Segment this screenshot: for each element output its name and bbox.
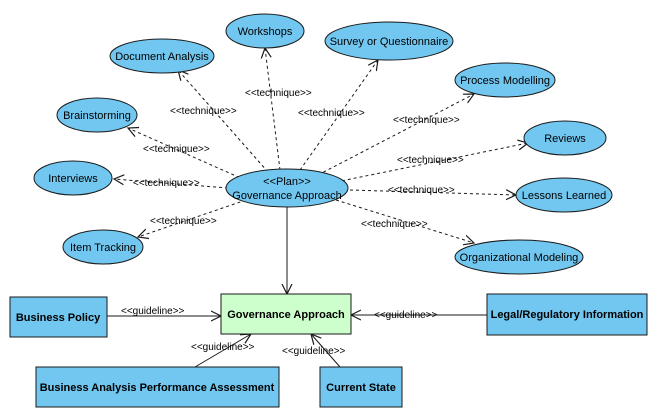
label-interviews: <<technique>> (133, 178, 200, 189)
label-workshops: <<technique>> (245, 88, 312, 99)
box-current-state-label: Current State (326, 382, 396, 394)
node-organizational-modeling[interactable]: Organizational Modeling (454, 239, 584, 275)
edge-process-modelling (317, 94, 474, 176)
output-label: Governance Approach (227, 309, 345, 321)
plan-label: Governance Approach (232, 190, 341, 202)
edge-lessons-learned (349, 190, 516, 195)
edge-survey (299, 60, 378, 171)
guideline-labels: <<guideline>> <<guideline>> <<guideline>… (121, 306, 438, 357)
box-performance-assessment[interactable]: Business Analysis Performance Assessment (35, 366, 280, 408)
node-workshops-label: Workshops (238, 26, 293, 38)
label-current-state: <<guideline>> (282, 346, 346, 357)
edge-item-tracking (138, 199, 247, 237)
node-document-analysis[interactable]: Document Analysis (109, 38, 215, 74)
label-process-modelling: <<technique>> (393, 115, 460, 126)
box-business-policy[interactable]: Business Policy (9, 296, 108, 338)
box-legal-regulatory-label: Legal/Regulatory Information (491, 309, 644, 321)
edge-current-state (311, 334, 341, 368)
label-organizational-modeling: <<technique>> (361, 219, 428, 230)
node-process-modelling[interactable]: Process Modelling (454, 62, 556, 98)
box-business-policy-label: Business Policy (16, 312, 101, 324)
box-legal-regulatory[interactable]: Legal/Regulatory Information (486, 293, 648, 336)
edge-organizational-modeling (335, 199, 474, 243)
plan-stereotype: <<Plan>> (263, 176, 311, 188)
node-reviews[interactable]: Reviews (523, 120, 607, 156)
node-reviews-label: Reviews (544, 133, 586, 145)
guideline-edges (107, 205, 487, 368)
label-business-policy: <<guideline>> (121, 306, 185, 317)
node-workshops[interactable]: Workshops (225, 13, 305, 49)
label-brainstorming: <<technique>> (143, 144, 210, 155)
node-brainstorming-label: Brainstorming (63, 110, 131, 122)
node-survey[interactable]: Survey or Questionnaire (324, 21, 454, 61)
edge-workshops (265, 48, 281, 171)
node-process-modelling-label: Process Modelling (460, 75, 550, 87)
guideline-nodes: Business Policy Legal/Regulatory Informa… (9, 293, 648, 408)
node-lessons-learned-label: Lessons Learned (522, 190, 606, 202)
node-organizational-modeling-label: Organizational Modeling (460, 252, 579, 264)
node-interviews[interactable]: Interviews (33, 160, 113, 196)
technique-edges (114, 48, 528, 243)
label-document-analysis: <<technique>> (170, 106, 237, 117)
label-reviews: <<technique>> (397, 155, 464, 166)
edge-performance-assessment (194, 334, 251, 368)
node-item-tracking[interactable]: Item Tracking (62, 229, 144, 265)
node-item-tracking-label: Item Tracking (70, 242, 136, 254)
technique-labels: <<technique>> <<technique>> <<technique>… (133, 88, 464, 230)
box-current-state[interactable]: Current State (319, 366, 403, 408)
edge-reviews (335, 143, 528, 183)
label-performance-assessment: <<guideline>> (191, 342, 255, 353)
node-document-analysis-label: Document Analysis (115, 51, 209, 63)
output-box[interactable]: Governance Approach (220, 293, 352, 335)
node-survey-label: Survey or Questionnaire (330, 36, 449, 48)
label-lessons-learned: <<technique>> (388, 185, 455, 196)
edge-interviews (114, 179, 229, 189)
label-legal-regulatory: <<guideline>> (374, 310, 438, 321)
plan-node[interactable]: <<Plan>> Governance Approach (225, 168, 349, 208)
label-item-tracking: <<technique>> (150, 216, 217, 227)
label-survey: <<technique>> (298, 108, 365, 119)
edge-document-analysis (178, 70, 269, 173)
box-performance-assessment-label: Business Analysis Performance Assessment (40, 382, 275, 394)
node-lessons-learned[interactable]: Lessons Learned (515, 177, 613, 213)
technique-nodes: Workshops Document Analysis Survey or Qu… (33, 13, 613, 275)
node-brainstorming[interactable]: Brainstorming (56, 97, 138, 133)
node-interviews-label: Interviews (48, 173, 98, 185)
